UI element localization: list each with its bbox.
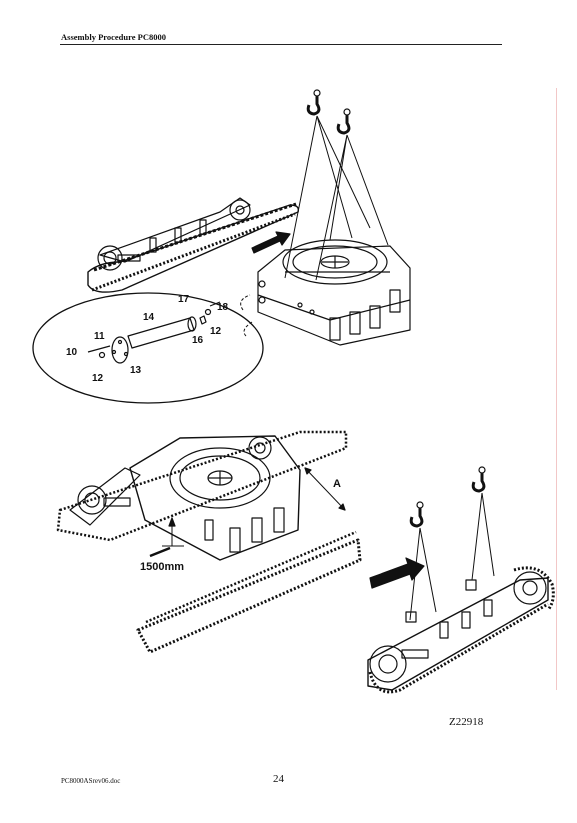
track-chain-loose: [136, 530, 362, 654]
margin-line: [556, 88, 557, 690]
footer-filename: PC8000ASrev06.doc: [61, 777, 121, 785]
callout-11: 11: [94, 331, 105, 342]
callout-17: 17: [178, 294, 190, 305]
callout-10: 10: [66, 347, 78, 358]
callout-14: 14: [143, 312, 155, 323]
callout-16: 16: [192, 335, 204, 346]
dimension-labels: A 1500mm: [140, 478, 341, 573]
car-body-upper: [257, 239, 411, 346]
part-callouts: 10 11 12 13 14 16 17 18 12: [66, 294, 229, 384]
callout-18: 18: [217, 302, 229, 313]
header-divider: [60, 44, 502, 45]
callout-12b: 12: [210, 326, 222, 337]
crane-hook-icon: [336, 108, 351, 135]
document-title: Assembly Procedure PC8000: [61, 32, 166, 42]
crane-hook-icon: [471, 466, 486, 493]
callout-12: 12: [92, 373, 104, 384]
track-chain-background: [56, 430, 348, 542]
dimension-a-label: A: [333, 478, 341, 490]
crane-hook-icon: [306, 89, 321, 116]
figure-id: Z22918: [449, 716, 484, 728]
pin-assembly-detail: [87, 301, 221, 364]
crane-hook-icon: [409, 501, 424, 528]
callout-13: 13: [130, 365, 142, 376]
track-frame-lower: [367, 566, 555, 694]
page-number: 24: [273, 773, 284, 785]
car-body-lower: [69, 435, 301, 561]
track-frame-upper: [87, 197, 300, 293]
height-dimension-label: 1500mm: [140, 561, 184, 573]
